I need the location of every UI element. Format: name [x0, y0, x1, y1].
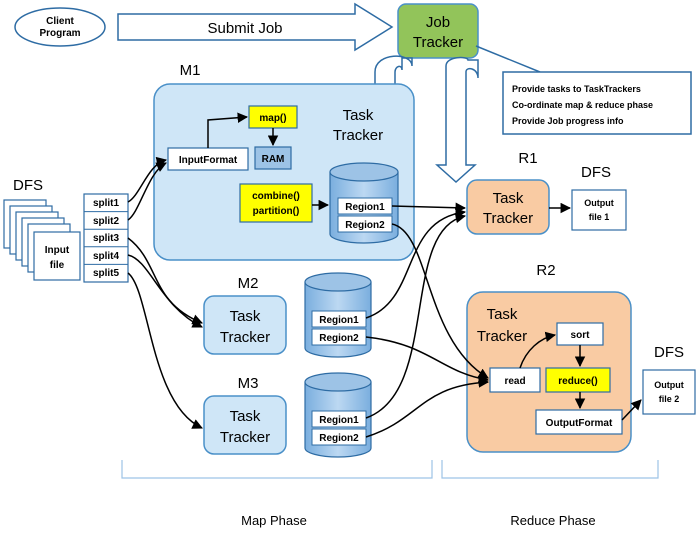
ram-box: [254, 146, 292, 170]
note-line-2: Co-ordinate map & reduce phase: [512, 100, 653, 110]
jobtracker-to-r1-arrow: [435, 56, 479, 184]
r2-tt-line1: Task: [487, 306, 518, 323]
m3-tt-line1: Task: [230, 408, 261, 425]
map-phase-label: Map Phase: [241, 513, 307, 528]
flow-arrows: [127, 112, 642, 438]
reduce-phase-label: Reduce Phase: [510, 513, 595, 528]
split-3: split3: [93, 233, 120, 244]
input-file-line1: Input: [45, 245, 70, 256]
ram-label: RAM: [262, 154, 285, 165]
m1-region2: Region2: [345, 220, 385, 231]
dfs-input: DFS Input file: [3, 177, 81, 281]
split-list: split1 split2 split3 split4 split5: [83, 193, 129, 283]
map-label: map(): [259, 113, 286, 124]
read-box: [489, 367, 541, 393]
m1-region1: Region1: [345, 202, 385, 213]
input-file-line2: file: [50, 260, 65, 271]
input-format-label: InputFormat: [179, 155, 238, 166]
m1-tt-line2: Tracker: [333, 127, 383, 144]
m2-tt-line2: Tracker: [220, 329, 270, 346]
output-file-1-line2: file 1: [589, 212, 610, 222]
phase-braces: [121, 460, 659, 479]
output-file-1-line1: Output: [584, 198, 614, 208]
reduce-label: reduce(): [558, 376, 597, 387]
m3-region2: Region2: [319, 433, 359, 444]
job-tracker-notes: Provide tasks to TaskTrackers Co-ordinat…: [475, 45, 692, 135]
sort-label: sort: [571, 330, 591, 341]
reduce-box: [545, 367, 611, 393]
read-label: read: [504, 376, 525, 387]
r2-label: R2: [536, 262, 555, 279]
r1-task-tracker: Task Tracker: [466, 179, 550, 235]
r2-dfs-label: DFS: [654, 344, 684, 361]
note-line-1: Provide tasks to TaskTrackers: [512, 84, 641, 94]
output-file-2: Output file 2: [642, 369, 696, 415]
submit-job-label: Submit Job: [207, 20, 282, 37]
split-1: split1: [93, 198, 120, 209]
output-format-box: [535, 409, 623, 435]
client-program-line1: Client: [46, 16, 74, 27]
split-4: split4: [93, 251, 120, 262]
job-tracker-line1: Job: [426, 14, 450, 31]
job-tracker-line2: Tracker: [413, 34, 463, 51]
split-2: split2: [93, 216, 120, 227]
r1-tt-line1: Task: [493, 190, 524, 207]
m3-task-tracker: Task Tracker: [203, 395, 287, 455]
m1-label: M1: [180, 62, 201, 79]
output-file-2-line2: file 2: [659, 394, 680, 404]
r2-tt-line2: Tracker: [477, 328, 527, 345]
r1-tt-line2: Tracker: [483, 210, 533, 227]
dfs-left-label: DFS: [13, 177, 43, 194]
r2-task-tracker: Task Tracker sort read reduce() OutputFo…: [466, 291, 632, 453]
submit-job-arrow: Submit Job: [117, 2, 394, 52]
m2-region1: Region1: [319, 315, 359, 326]
r1-label: R1: [518, 150, 537, 167]
client-program: Client Program: [14, 7, 106, 47]
note-line-3: Provide Job progress info: [512, 116, 624, 126]
partition-label: partition(): [253, 206, 300, 217]
combine-label: combine(): [252, 191, 300, 202]
m3-cylinder: Region1 Region2: [304, 372, 372, 458]
m2-region2: Region2: [319, 333, 359, 344]
split-5: split5: [93, 268, 120, 279]
m2-tt-line1: Task: [230, 308, 261, 325]
m1-task-tracker: Task Tracker InputFormat map() RAM combi…: [153, 83, 415, 261]
output-format-label: OutputFormat: [546, 418, 613, 429]
m3-region1: Region1: [319, 415, 359, 426]
m1-tt-line1: Task: [343, 107, 374, 124]
client-program-line2: Program: [39, 28, 80, 39]
job-tracker: Job Tracker: [397, 3, 479, 59]
r1-dfs-label: DFS: [581, 164, 611, 181]
m2-cylinder: Region1 Region2: [304, 272, 372, 358]
combine-partition-box: [239, 183, 313, 223]
m2-task-tracker: Task Tracker: [203, 295, 287, 355]
m3-label: M3: [238, 375, 259, 392]
output-file-1: Output file 1: [571, 189, 627, 231]
m3-tt-line2: Tracker: [220, 429, 270, 446]
m2-label: M2: [238, 275, 259, 292]
output-file-2-line1: Output: [654, 380, 684, 390]
